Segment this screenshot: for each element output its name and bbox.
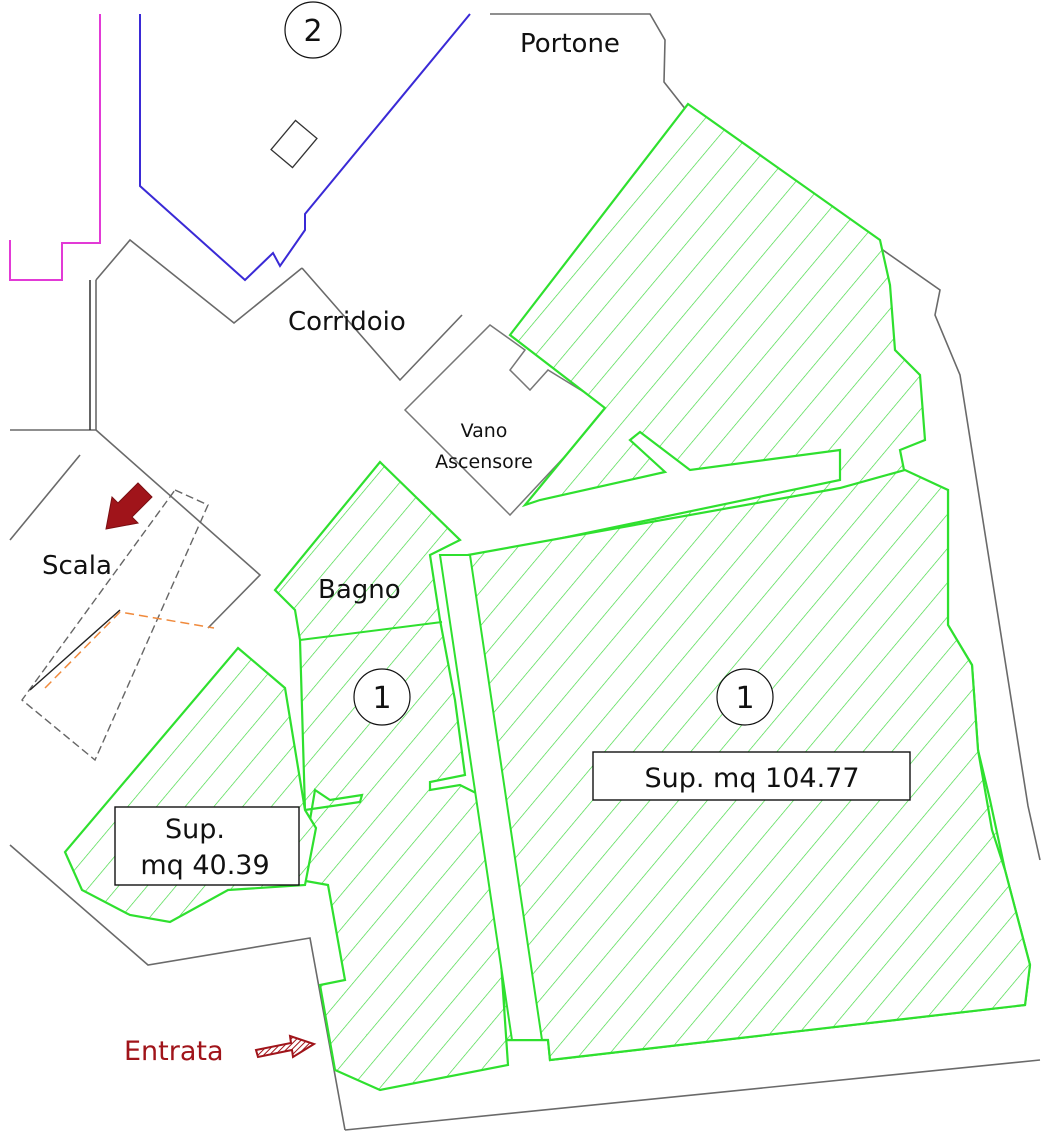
stair-dark-edge <box>29 609 121 691</box>
elevator-shaft <box>403 324 612 517</box>
unit-mark-left: 1 <box>353 668 411 726</box>
wall-corridor-diag <box>301 267 463 382</box>
wall-corridor-left <box>95 238 303 325</box>
area-tag-left-line1: Sup. <box>165 814 225 845</box>
stair-orange-dash <box>44 611 215 689</box>
label-corridoio: Corridoio <box>288 307 406 337</box>
bagno-divider <box>299 621 443 641</box>
unit-mark-right-number: 1 <box>735 681 754 716</box>
label-vano-line1: Vano <box>461 420 508 442</box>
label-vano-line2: Ascensore <box>435 451 533 473</box>
wall-bottom-left <box>9 844 346 1131</box>
unit-mark-left-number: 1 <box>372 681 391 716</box>
wall-stair-left <box>9 454 81 541</box>
area-hatched-bagno <box>273 460 510 1092</box>
area-tag-left: Sup. mq 40.39 <box>114 806 300 886</box>
arrow-down-left-icon <box>105 482 153 530</box>
area-tag-right: Sup. mq 104.77 <box>592 751 911 801</box>
corridor-spine <box>438 554 544 1041</box>
stair-outline <box>21 489 209 762</box>
apartment-magenta-outline <box>9 14 101 281</box>
label-bagno: Bagno <box>318 575 401 605</box>
unit-mark-top-number: 2 <box>303 14 322 49</box>
unit-mark-right: 1 <box>716 668 774 726</box>
area-tag-left-line2: mq 40.39 <box>140 850 269 881</box>
apartment-blue-outline <box>139 13 471 282</box>
wall-stair-lower <box>95 429 262 629</box>
area-tag-right-text: Sup. mq 104.77 <box>644 763 859 794</box>
wall-left-vertical <box>10 280 97 431</box>
wall-bottom-right <box>344 1059 1041 1131</box>
unit-mark-top: 2 <box>284 1 342 59</box>
label-scala: Scala <box>42 551 112 581</box>
label-portone: Portone <box>520 29 620 59</box>
label-entrata: Entrata <box>124 1036 224 1067</box>
arrow-right-hatched-icon <box>254 1034 317 1059</box>
apartment-blue-fixture <box>270 119 318 169</box>
